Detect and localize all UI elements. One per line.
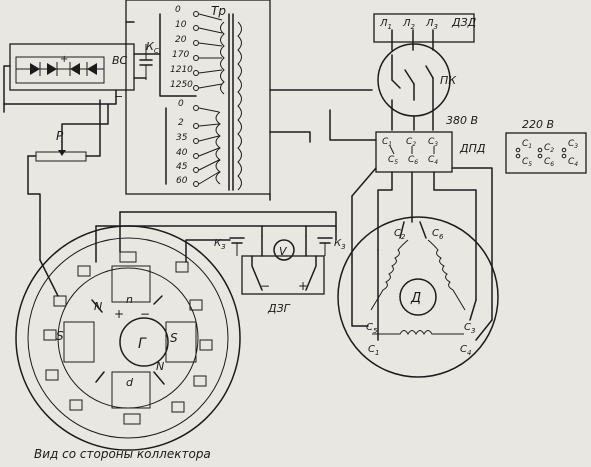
dpd-term-c1: С1 bbox=[382, 137, 392, 148]
rectifier-label: ВС bbox=[112, 54, 128, 67]
pole-n-right-label: N bbox=[156, 360, 164, 373]
transformer-secondary-winding bbox=[215, 111, 221, 185]
transformer-upper-taps: 0 10 20 170 1210 1250 bbox=[170, 5, 223, 91]
voltmeter bbox=[273, 239, 295, 261]
dpd-terminal-block: С1 С2 С3 С5 С6 С4 ДПД bbox=[375, 131, 486, 173]
pole-s-right-label: S bbox=[170, 331, 178, 345]
motor-term-c1: С1 bbox=[368, 344, 379, 357]
tap-label-upper-2: 10 bbox=[175, 20, 187, 30]
contact-k3-right-label: КЗ bbox=[334, 238, 346, 251]
tap-label-lower-1: 0 bbox=[178, 99, 184, 109]
motor-term-c2: С2 bbox=[394, 228, 406, 241]
dpd-term-c3: С3 bbox=[428, 137, 438, 148]
v220-term-c3: С3 bbox=[568, 139, 578, 150]
tap-label-lower-6: 60 bbox=[176, 176, 188, 186]
motor-winding-left bbox=[370, 239, 409, 311]
caption: Вид со стороны коллектора bbox=[34, 447, 211, 461]
contact-k3-left bbox=[229, 237, 245, 256]
generator-frame-ring bbox=[27, 237, 229, 439]
dpd-label: ДПД bbox=[459, 142, 486, 155]
transformer-primary-winding bbox=[220, 21, 225, 95]
pole-left bbox=[63, 321, 95, 363]
generator: Г n d S S N N + − bbox=[15, 225, 241, 451]
pole-s-left-label: S bbox=[56, 329, 64, 343]
voltage-380-label: 380 В bbox=[446, 114, 478, 127]
fuse-box-label: ДЗД bbox=[451, 16, 477, 29]
v220-term-c4: С4 bbox=[568, 157, 578, 168]
tap-label-lower-5: 45 bbox=[176, 162, 188, 172]
rectifier-frame bbox=[9, 43, 135, 91]
transformer-label: Тр bbox=[211, 4, 226, 18]
fuse-label-3: Л3 bbox=[425, 18, 438, 31]
fuse-label-1: Л1 bbox=[379, 18, 392, 31]
dpd-frame bbox=[375, 131, 453, 173]
dzg-label: ДЗГ bbox=[267, 302, 291, 315]
tap-label-upper-5: 1210 bbox=[170, 65, 193, 75]
tap-label-upper-3: 20 bbox=[175, 35, 187, 45]
contact-k3-right bbox=[317, 237, 333, 256]
pole-d-bottom-label: d bbox=[126, 376, 134, 389]
v220-term-c1: С1 bbox=[522, 139, 532, 150]
rectifier-minus: − bbox=[114, 90, 123, 103]
rheostat-label: Р bbox=[56, 129, 64, 143]
tap-label-lower-2: 2 bbox=[178, 118, 184, 128]
dpd-term-c5: С5 bbox=[388, 155, 398, 166]
diode-bridge bbox=[16, 62, 104, 76]
rectifier-block: + ВС − bbox=[9, 43, 135, 103]
motor-winding-right bbox=[427, 239, 466, 311]
package-switch-label: ПК bbox=[440, 74, 457, 87]
fuse-box-frame bbox=[373, 13, 475, 43]
dpd-term-c2: С2 bbox=[406, 137, 416, 148]
voltmeter-label: V bbox=[279, 245, 288, 258]
transformer-frame bbox=[125, 0, 271, 195]
motor-term-c6: С6 bbox=[432, 228, 444, 241]
motor-rotor bbox=[399, 278, 437, 316]
tap-label-upper-1: 0 bbox=[175, 5, 181, 15]
generator-armature bbox=[119, 317, 169, 367]
motor-winding-bottom bbox=[372, 330, 464, 336]
dpd-term-c4: С4 bbox=[428, 155, 438, 166]
dzg-minus: − bbox=[260, 279, 270, 293]
contact-k3-left-label: КЗ bbox=[214, 238, 226, 251]
package-switch: ПК bbox=[377, 43, 457, 131]
v220-term-c2: С2 bbox=[544, 143, 554, 154]
motor-term-c3: С3 bbox=[464, 322, 475, 335]
rheostat: Р bbox=[35, 129, 87, 162]
dzg-box: V − + ДЗГ КЗ КЗ bbox=[214, 235, 346, 315]
v220-term-c5: С5 bbox=[522, 157, 532, 168]
motor-circle bbox=[337, 216, 499, 378]
generator-frame-outer bbox=[15, 225, 241, 451]
dzg-plus: + bbox=[298, 279, 308, 293]
v220-term-c6: С6 bbox=[544, 157, 554, 168]
fuse-box: Л1 Л2 Л3 ДЗД bbox=[373, 13, 477, 51]
capacitor-label: КС bbox=[146, 40, 159, 55]
motor-term-c4: С4 bbox=[460, 344, 471, 357]
motor-term-c5: С5 bbox=[366, 322, 378, 335]
v220-frame bbox=[505, 132, 587, 174]
tap-label-lower-4: 40 bbox=[176, 148, 188, 158]
voltage-220-label: 220 В bbox=[522, 118, 554, 131]
pole-top bbox=[111, 265, 151, 303]
pole-n-top-label: n bbox=[126, 293, 133, 306]
transformer-secondary-winding-right bbox=[237, 21, 242, 191]
rectifier-plus: + bbox=[60, 54, 68, 65]
motor-label: Д bbox=[410, 291, 421, 306]
transformer-box: Тр 0 10 20 170 1210 1250 bbox=[125, 0, 271, 195]
pole-right bbox=[165, 321, 197, 363]
dzg-frame bbox=[241, 255, 325, 295]
transformer-lower-taps: 0 2 35 40 45 60 bbox=[176, 99, 220, 187]
generator-minus: − bbox=[140, 307, 150, 321]
tap-label-upper-4: 170 bbox=[172, 50, 189, 60]
tap-label-upper-6: 1250 bbox=[170, 80, 193, 90]
dpd-term-c6: С6 bbox=[408, 155, 418, 166]
v220-terminal-block: 220 В С1 С2 С3 С5 С6 С4 bbox=[505, 118, 587, 174]
pole-bottom bbox=[111, 371, 151, 409]
motor: Д С2 С6 С5 С1 С3 С4 bbox=[337, 216, 499, 378]
wiring bbox=[3, 21, 493, 341]
generator-label: Г bbox=[138, 336, 147, 352]
tap-label-lower-3: 35 bbox=[176, 133, 188, 143]
fuse-label-2: Л2 bbox=[402, 18, 416, 31]
generator-plus: + bbox=[114, 307, 124, 321]
